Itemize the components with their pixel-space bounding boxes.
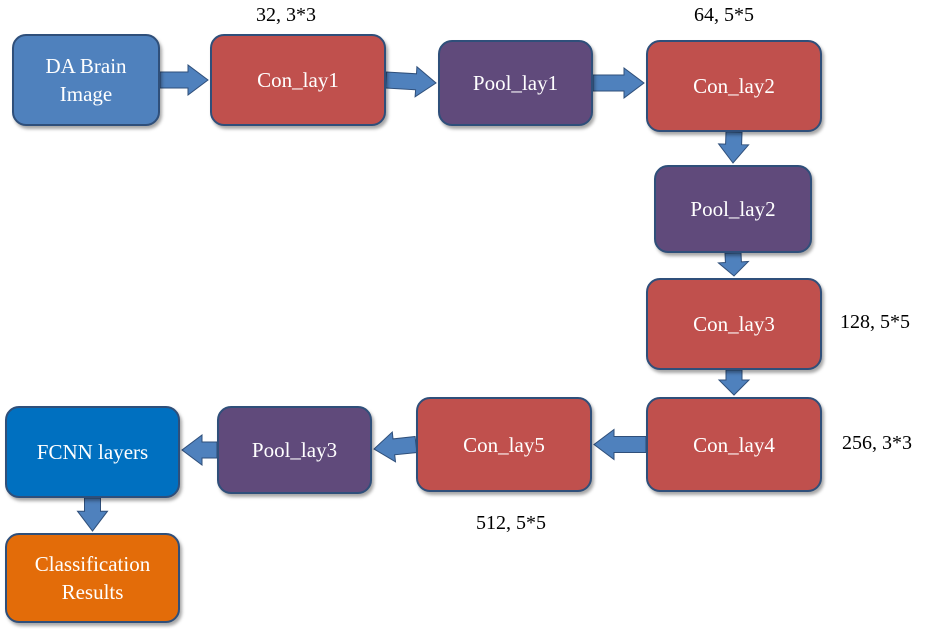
annotation-con-lay1: 32, 3*3 xyxy=(256,4,316,26)
annotation-con-lay3: 128, 5*5 xyxy=(840,311,910,333)
node-input: DA Brain Image xyxy=(12,34,160,126)
node-fcnn-layers: FCNN layers xyxy=(5,406,180,498)
annotation-con-lay4: 256, 3*3 xyxy=(842,432,912,454)
annotation-con-lay2: 64, 5*5 xyxy=(694,4,754,26)
arrow-input-to-con1 xyxy=(159,64,209,96)
node-con-lay5: Con_lay5 xyxy=(416,397,592,492)
arrow-pool1-to-con2 xyxy=(592,67,645,99)
node-pool-lay2: Pool_lay2 xyxy=(654,165,812,253)
node-classification-results: Classification Results xyxy=(5,533,180,623)
annotation-con-lay5: 512, 5*5 xyxy=(476,512,546,534)
node-con-lay1: Con_lay1 xyxy=(210,34,386,126)
node-pool-lay1: Pool_lay1 xyxy=(438,40,593,126)
node-con-lay2: Con_lay2 xyxy=(646,40,822,132)
arrow-pool3-to-fcnn xyxy=(181,434,218,466)
node-con-lay4: Con_lay4 xyxy=(646,397,822,492)
arrow-con3-to-con4 xyxy=(717,369,751,396)
arrow-pool2-to-con3 xyxy=(717,252,750,277)
arrow-con2-to-pool2 xyxy=(717,131,750,164)
arrow-fcnn-to-output xyxy=(76,497,109,532)
node-con-lay3: Con_lay3 xyxy=(646,278,822,370)
node-pool-lay3: Pool_lay3 xyxy=(217,406,372,494)
arrow-con1-to-pool1 xyxy=(384,65,437,98)
arrow-con5-to-pool3 xyxy=(373,430,418,463)
arrow-con4-to-con5 xyxy=(593,428,647,461)
